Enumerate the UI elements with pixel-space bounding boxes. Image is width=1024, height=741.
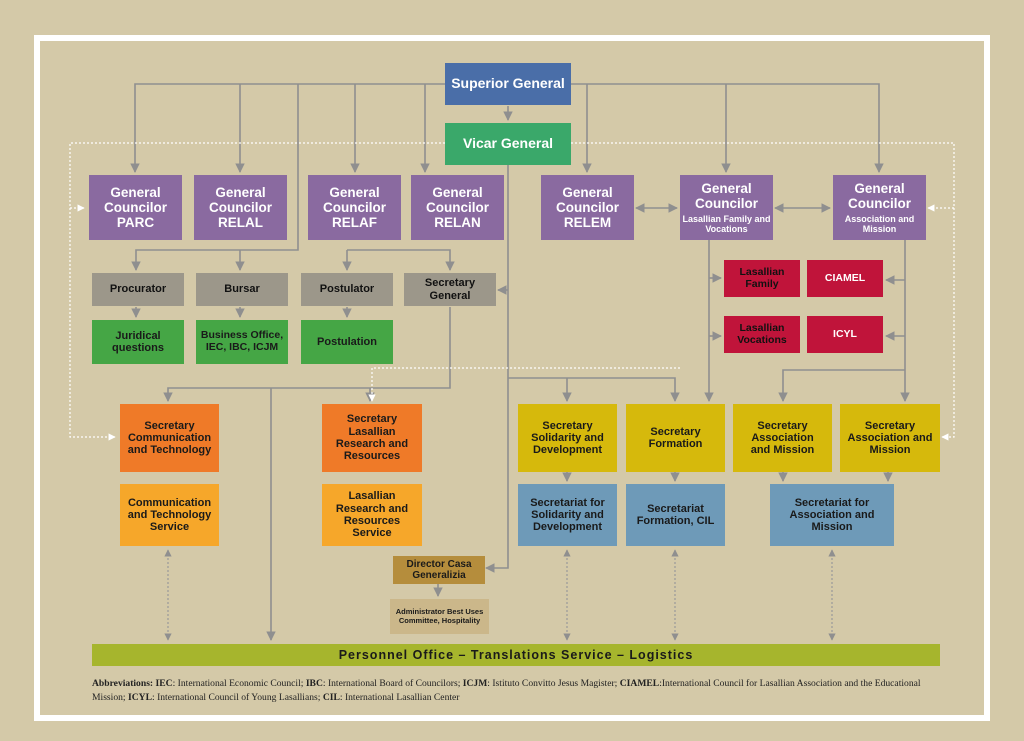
- abbreviation-key: Abbreviations: IEC: [92, 678, 173, 689]
- councilor-association-sub: Association and Mission: [844, 213, 915, 234]
- councilor-relem-name: RELEM: [563, 215, 612, 231]
- director-casa-node: Director Casa Generalizia: [393, 556, 485, 584]
- councilor-relan-name: RELAN: [434, 215, 481, 231]
- secretary-comm-tech-node: Secretary Communication and Technology: [120, 404, 219, 472]
- secretary-association-1-node: Secretary Association and Mission: [733, 404, 832, 472]
- councilor-relal-node: General Councilor RELAL: [194, 175, 287, 240]
- abbreviation-text: : International Board of Councilors;: [322, 678, 463, 689]
- abbreviation-key: CIL: [322, 691, 340, 703]
- councilor-relem-title: General Councilor: [556, 184, 619, 215]
- secretary-formation-node: Secretary Formation: [626, 404, 725, 472]
- councilor-relaf-title: General Councilor: [323, 184, 386, 215]
- bottom-bar: Personnel Office – Translations Service …: [92, 644, 940, 666]
- abbreviation-key: ICYL: [128, 691, 152, 703]
- councilor-parc-title: General Councilor: [104, 184, 167, 215]
- comm-tech-service-node: Communication and Technology Service: [120, 484, 219, 546]
- councilor-relem-node: General Councilor RELEM: [541, 175, 634, 240]
- abbreviation-key: ICJM: [462, 678, 488, 689]
- superior-general-node: Superior General: [445, 63, 571, 105]
- abbreviation-text: : International Lasallian Center: [339, 691, 460, 703]
- abbreviation-key: IBC: [305, 678, 323, 689]
- abbreviation-text: : International Council of Young Lasalli…: [152, 691, 323, 703]
- secretariat-association-node: Secretariat for Association and Mission: [770, 484, 894, 546]
- lasallian-vocations-node: Lasallian Vocations: [724, 316, 800, 353]
- councilor-relal-title: General Councilor: [209, 184, 272, 215]
- ciamel-node: CIAMEL: [807, 260, 883, 297]
- abbreviations-legend: Abbreviations: IEC: International Econom…: [92, 677, 952, 705]
- councilor-relaf-name: RELAF: [332, 215, 377, 231]
- councilor-family-sub: Lasallian Family and Vocations: [682, 213, 771, 234]
- juridical-node: Juridical questions: [92, 320, 184, 364]
- councilor-parc-name: PARC: [116, 215, 155, 231]
- abbreviation-key: CIAMEL: [619, 678, 660, 689]
- councilor-family-title: General Councilor: [695, 181, 758, 212]
- councilor-parc-node: General Councilor PARC: [89, 175, 182, 240]
- secretariat-solidarity-node: Secretariat for Solidarity and Developme…: [518, 484, 617, 546]
- councilor-association-title: General Councilor: [848, 181, 911, 212]
- secretary-solidarity-node: Secretary Solidarity and Development: [518, 404, 617, 472]
- councilor-association-node: General Councilor Association and Missio…: [833, 175, 926, 240]
- postulation-node: Postulation: [301, 320, 393, 364]
- abbreviation-text: : International Economic Council;: [172, 678, 306, 689]
- icyl-node: ICYL: [807, 316, 883, 353]
- abbreviation-text: :International Council for Lasallian Ass…: [92, 678, 921, 703]
- postulator-node: Postulator: [301, 273, 393, 306]
- bursar-node: Bursar: [196, 273, 288, 306]
- procurator-node: Procurator: [92, 273, 184, 306]
- councilor-relan-node: General Councilor RELAN: [411, 175, 504, 240]
- vicar-general-node: Vicar General: [445, 123, 571, 165]
- administrator-node: Administrator Best Uses Committee, Hospi…: [390, 599, 489, 634]
- abbreviation-text: : Istituto Convitto Jesus Magister;: [487, 678, 620, 689]
- councilor-relal-name: RELAL: [218, 215, 263, 231]
- councilor-relan-title: General Councilor: [426, 184, 489, 215]
- secretariat-formation-node: Secretariat Formation, CIL: [626, 484, 725, 546]
- secretary-general-node: Secretary General: [404, 273, 496, 306]
- research-service-node: Lasallian Research and Resources Service: [322, 484, 422, 546]
- secretary-association-2-node: Secretary Association and Mission: [840, 404, 940, 472]
- secretary-research-node: Secretary Lasallian Research and Resourc…: [322, 404, 422, 472]
- business-office-node: Business Office, IEC, IBC, ICJM: [196, 320, 288, 364]
- councilor-relaf-node: General Councilor RELAF: [308, 175, 401, 240]
- lasallian-family-node: Lasallian Family: [724, 260, 800, 297]
- councilor-family-node: General Councilor Lasallian Family and V…: [680, 175, 773, 240]
